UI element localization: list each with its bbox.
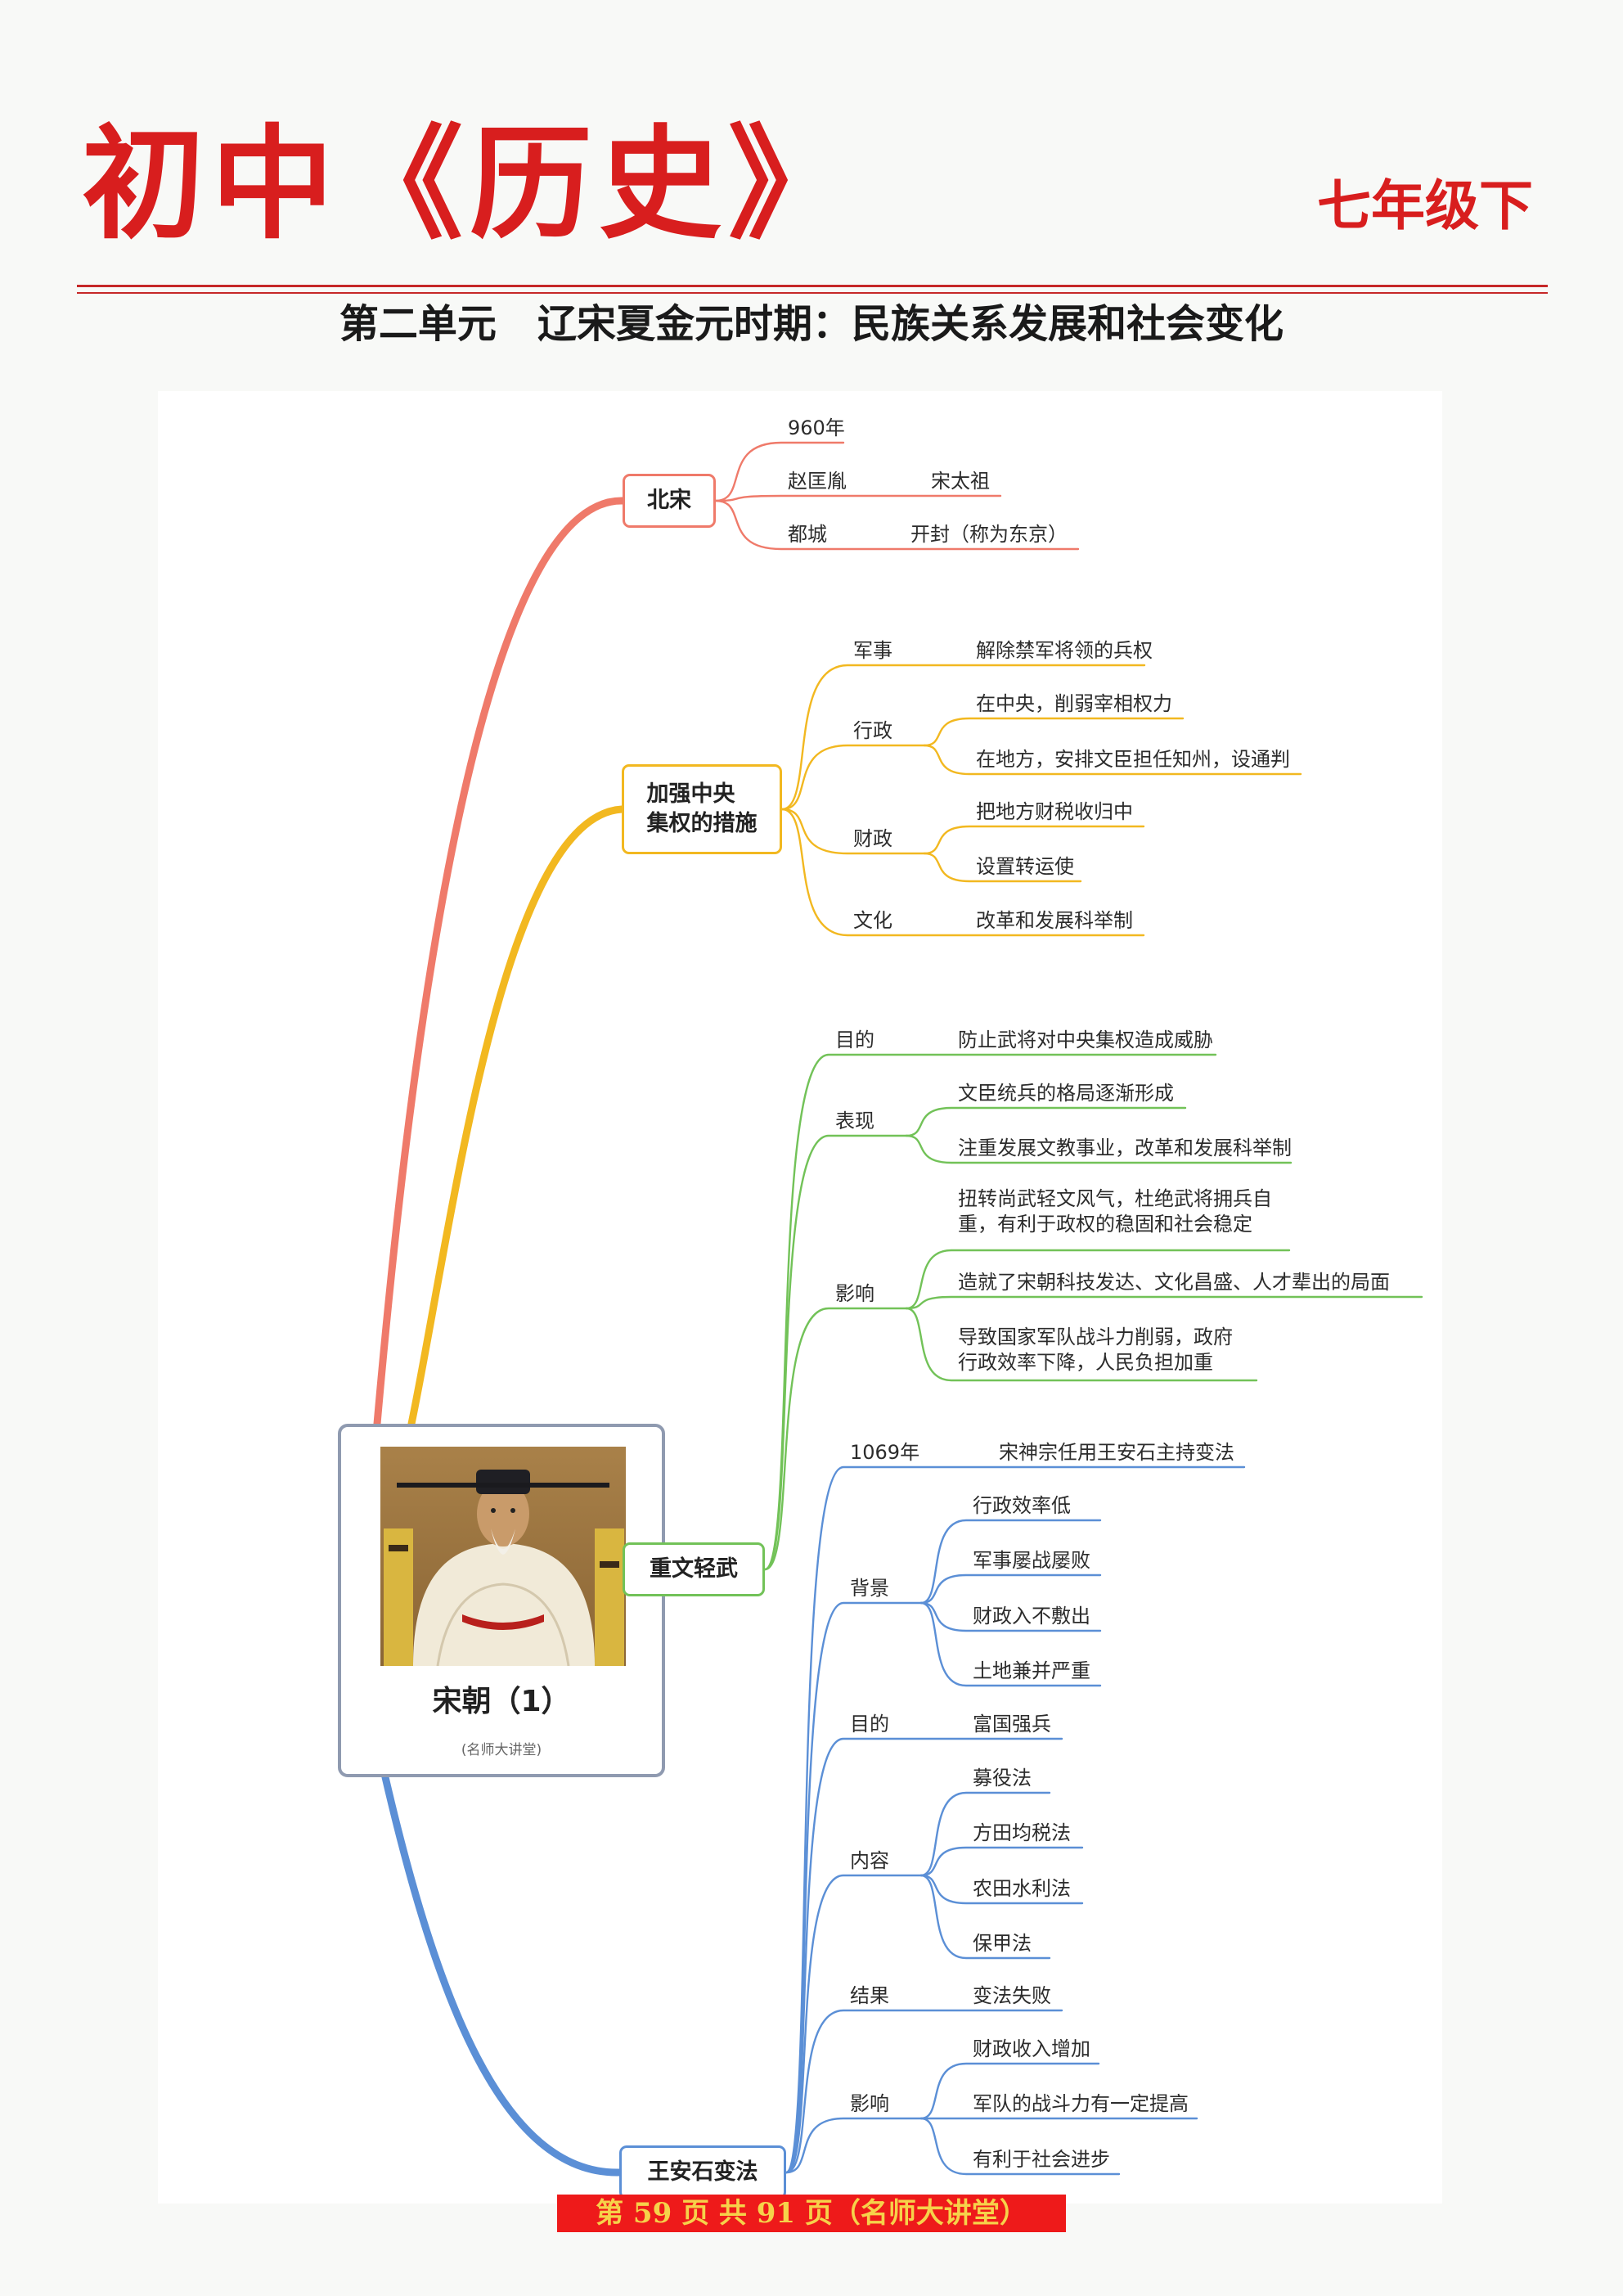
line-wanganshi-impact-3 xyxy=(919,2117,1121,2176)
trunk-wanganshi xyxy=(381,1773,623,2177)
line-jiaqiang-military xyxy=(780,664,1146,811)
jiaqiang-value-admin-1: 在中央，削弱宰相权力 xyxy=(976,692,1172,715)
zhongwen-value-manifest-2: 注重发展文教事业，改革和发展科举制 xyxy=(958,1137,1292,1159)
line-zhongwen-purpose xyxy=(763,1053,1217,1571)
center-node: 宋朝（1） (名师大讲堂) xyxy=(338,1424,665,1777)
jiaqiang-value-finance-1: 把地方财税收归中 xyxy=(976,800,1133,823)
jiaqiang-key-admin: 行政 xyxy=(853,719,892,742)
line-zhongwen-impact-2 xyxy=(905,1295,1423,1310)
unit-title: 第二单元 辽宋夏金元时期：民族关系发展和社会变化 xyxy=(339,301,1284,347)
wanganshi-key-purpose: 目的 xyxy=(850,1713,889,1736)
wanganshi-value-result: 变法失败 xyxy=(973,1984,1051,2007)
emperor-portrait xyxy=(380,1447,626,1666)
line-beisong-2 xyxy=(714,494,1002,502)
line-zhongwen-manifest xyxy=(763,1134,908,1571)
node-zhongwen: 重文轻武 xyxy=(623,1542,765,1596)
zhongwen-value-impact-1: 扭转尚武轻文风气，杜绝武将拥兵自 重，有利于政权的稳固和社会稳定 xyxy=(958,1187,1272,1236)
zhongwen-value-purpose: 防止武将对中央集权造成威胁 xyxy=(958,1029,1213,1051)
beisong-key-3: 都城 xyxy=(788,523,827,546)
jiaqiang-key-culture: 文化 xyxy=(853,909,892,932)
wanganshi-value-content-4: 保甲法 xyxy=(973,1932,1032,1955)
wanganshi-key-content: 内容 xyxy=(850,1849,889,1872)
line-wanganshi-background xyxy=(785,1601,923,2174)
line-wanganshi-impact xyxy=(785,2117,923,2174)
line-wanganshi-content-2 xyxy=(919,1846,1084,1877)
wanganshi-value-year: 宋神宗任用王安石主持变法 xyxy=(999,1441,1234,1464)
beisong-key-2: 赵匡胤 xyxy=(788,470,847,493)
line-wanganshi-content-3 xyxy=(919,1874,1084,1905)
beisong-key-1: 960年 xyxy=(788,416,845,439)
wanganshi-value-background-2: 军事屡战屡败 xyxy=(973,1549,1090,1572)
wanganshi-value-impact-3: 有利于社会进步 xyxy=(973,2148,1110,2171)
wanganshi-value-impact-2: 军队的战斗力有一定提高 xyxy=(973,2092,1189,2115)
node-beisong: 北宋 xyxy=(623,474,716,528)
mind-map-canvas: 宋朝（1） (名师大讲堂) 北宋 加强中央 集权的措施 重文轻武 王安石变法 9… xyxy=(158,391,1442,2204)
wanganshi-value-content-3: 农田水利法 xyxy=(973,1877,1071,1900)
jiaqiang-value-admin-2: 在地方，安排文臣担任知州，设通判 xyxy=(976,748,1290,771)
main-title: 初中《历史》 xyxy=(82,112,858,256)
center-subtitle: (名师大讲堂) xyxy=(461,1742,542,1758)
jiaqiang-value-military: 解除禁军将领的兵权 xyxy=(976,639,1153,662)
line-jiaqiang-admin xyxy=(780,744,926,811)
line-beisong-1 xyxy=(714,441,845,502)
line-wanganshi-purpose xyxy=(785,1737,1063,2174)
line-jiaqiang-finance xyxy=(780,808,926,855)
line-wanganshi-content-1 xyxy=(919,1791,1051,1877)
line-jiaqiang-admin-2 xyxy=(923,744,1302,776)
header-divider-top xyxy=(77,285,1548,287)
line-wanganshi-background-1 xyxy=(919,1519,1102,1605)
wanganshi-value-background-1: 行政效率低 xyxy=(973,1494,1071,1517)
wanganshi-value-background-4: 土地兼并严重 xyxy=(973,1659,1090,1682)
line-zhongwen-manifest-1 xyxy=(905,1106,1187,1137)
jiaqiang-key-finance: 财政 xyxy=(853,827,892,850)
line-wanganshi-result xyxy=(785,2009,1063,2174)
line-wanganshi-impact-1 xyxy=(919,2062,1100,2120)
beisong-value-3: 开封（称为东京） xyxy=(910,523,1068,546)
page-footer: 第 59 页 共 91 页（名师大讲堂） xyxy=(557,2195,1066,2232)
line-wanganshi-background-3 xyxy=(919,1601,1102,1632)
line-wanganshi-content xyxy=(785,1874,923,2174)
line-wanganshi-background-4 xyxy=(919,1601,1102,1687)
trunk-jiaqiang xyxy=(407,805,626,1428)
wanganshi-key-background: 背景 xyxy=(850,1577,889,1600)
zhongwen-key-impact: 影响 xyxy=(835,1282,874,1305)
wanganshi-value-purpose: 富国强兵 xyxy=(973,1713,1051,1736)
line-wanganshi-background-2 xyxy=(919,1573,1102,1605)
line-jiaqiang-admin-1 xyxy=(923,717,1185,747)
line-jiaqiang-finance-2 xyxy=(923,852,1082,883)
line-beisong-3 xyxy=(714,499,1080,551)
jiaqiang-value-culture: 改革和发展科举制 xyxy=(976,909,1133,932)
node-jiaqiang: 加强中央 集权的措施 xyxy=(622,764,782,854)
jiaqiang-value-finance-2: 设置转运使 xyxy=(976,855,1074,878)
wanganshi-value-background-3: 财政入不敷出 xyxy=(973,1605,1090,1627)
line-zhongwen-impact xyxy=(763,1307,908,1571)
wanganshi-value-content-1: 募役法 xyxy=(973,1767,1032,1790)
wanganshi-value-content-2: 方田均税法 xyxy=(973,1821,1071,1844)
line-zhongwen-impact-1 xyxy=(905,1249,1291,1310)
node-wanganshi: 王安石变法 xyxy=(619,2145,786,2199)
line-wanganshi-content-4 xyxy=(919,1874,1051,1960)
header-divider-bottom xyxy=(77,292,1548,294)
zhongwen-value-impact-3: 导致国家军队战斗力削弱，政府 行政效率下降，人民负担加重 xyxy=(958,1326,1233,1375)
wanganshi-key-result: 结果 xyxy=(850,1984,889,2007)
wanganshi-key-impact: 影响 xyxy=(850,2092,889,2115)
jiaqiang-key-military: 军事 xyxy=(853,639,892,662)
line-jiaqiang-finance-1 xyxy=(923,825,1145,855)
zhongwen-value-impact-2: 造就了宋朝科技发达、文化昌盛、人才辈出的局面 xyxy=(958,1271,1390,1294)
line-jiaqiang-culture xyxy=(780,808,1145,937)
line-zhongwen-impact-3 xyxy=(905,1307,1258,1382)
zhongwen-key-purpose: 目的 xyxy=(835,1029,874,1051)
trunk-beisong xyxy=(373,497,627,1428)
zhongwen-value-manifest-1: 文臣统兵的格局逐渐形成 xyxy=(958,1082,1174,1105)
center-title: 宋朝（1） xyxy=(432,1685,571,1718)
connector-lines xyxy=(373,441,1423,2177)
wanganshi-key-year: 1069年 xyxy=(850,1441,920,1464)
grade-label: 七年级下 xyxy=(1317,173,1533,237)
beisong-value-2: 宋太祖 xyxy=(931,470,990,493)
line-zhongwen-manifest-2 xyxy=(905,1134,1293,1164)
wanganshi-value-impact-1: 财政收入增加 xyxy=(973,2037,1090,2060)
zhongwen-key-manifest: 表现 xyxy=(835,1110,874,1132)
